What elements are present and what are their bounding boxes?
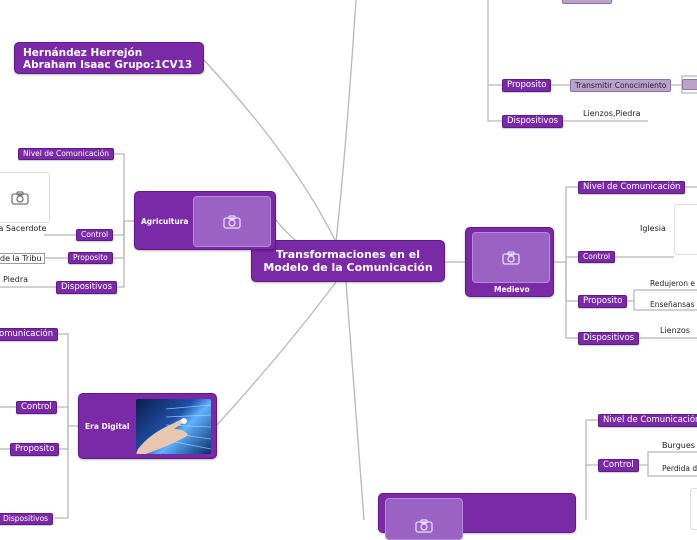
medievo-control-image xyxy=(674,204,697,255)
bottom-nivel-pill[interactable]: Nivel de Comunicación xyxy=(598,414,697,427)
top-clipped-box[interactable] xyxy=(562,0,612,4)
medievo-control-pill[interactable]: Control xyxy=(578,251,615,263)
agricultura-nivel-pill[interactable]: Nivel de Comunicación xyxy=(18,148,114,160)
author-node[interactable]: Hernández Herrejón Abraham Isaac Grupo:1… xyxy=(14,42,204,74)
bottom-image-placeholder xyxy=(385,498,463,540)
camera-icon xyxy=(11,191,29,205)
camera-icon xyxy=(223,215,241,229)
central-title: Transformaciones en el Modelo de la Comu… xyxy=(263,248,433,274)
bottom-control-pill[interactable]: Control xyxy=(598,459,639,472)
medievo-proposito-text-1: Redujeron e xyxy=(650,279,695,289)
digital-hand-image xyxy=(136,399,211,454)
camera-icon xyxy=(415,519,433,533)
bottom-node[interactable] xyxy=(378,493,576,533)
agricultura-dispositivos-text: Piedra xyxy=(3,275,28,285)
medievo-node[interactable]: Medievo xyxy=(465,227,554,297)
medievo-title: Medievo xyxy=(494,285,530,294)
central-topic[interactable]: Transformaciones en el Modelo de la Comu… xyxy=(251,240,445,282)
medievo-nivel-pill[interactable]: Nivel de Comunicación xyxy=(578,181,685,194)
era-digital-title: Era Digital xyxy=(85,422,129,431)
camera-icon xyxy=(502,251,520,265)
era-digital-photo xyxy=(136,399,211,454)
agricultura-control-text: La Sacerdote xyxy=(0,224,46,234)
agricultura-control-image xyxy=(0,172,50,223)
agricultura-title: Agricultura xyxy=(141,217,188,226)
medievo-proposito-text-2: Enseñansas xyxy=(650,300,695,310)
top-proposito-pill[interactable]: Proposito xyxy=(502,79,551,92)
era-digital-dispositivos-pill[interactable]: Dispositivos xyxy=(0,513,53,525)
bottom-control-text-2: Perdida d xyxy=(662,464,697,474)
agricultura-node[interactable]: Agricultura xyxy=(134,191,276,250)
medievo-dispositivos-text: Lienzos xyxy=(660,326,690,336)
era-digital-proposito-pill[interactable]: Proposito xyxy=(10,443,59,456)
author-name: Hernández Herrejón Abraham Isaac Grupo:1… xyxy=(23,47,192,71)
agricultura-dispositivos-pill[interactable]: Dispositivos xyxy=(56,281,117,294)
bottom-control-text-1: Burgues xyxy=(662,441,695,451)
era-digital-control-pill[interactable]: Control xyxy=(16,401,57,414)
medievo-proposito-pill[interactable]: Proposito xyxy=(578,295,627,308)
bottom-control-image xyxy=(690,488,697,530)
era-digital-node[interactable]: Era Digital xyxy=(78,393,217,459)
medievo-dispositivos-pill[interactable]: Dispositivos xyxy=(578,332,639,345)
agricultura-proposito-text: de la Tribu xyxy=(0,253,45,264)
agricultura-proposito-pill[interactable]: Proposito xyxy=(68,252,113,264)
top-proposito-value[interactable]: Transmitir Conocimiento xyxy=(570,79,671,92)
medievo-control-text: Iglesia xyxy=(640,224,666,234)
top-clipped-value[interactable] xyxy=(682,79,697,90)
top-dispositivos-pill[interactable]: Dispositivos xyxy=(502,115,563,128)
era-digital-nivel-pill[interactable]: omunicación xyxy=(0,328,58,341)
medievo-image-placeholder xyxy=(472,232,550,283)
agricultura-control-pill[interactable]: Control xyxy=(76,229,113,241)
agricultura-image-placeholder xyxy=(193,196,271,247)
top-dispositivos-text: Lienzos,Piedra xyxy=(583,109,641,119)
